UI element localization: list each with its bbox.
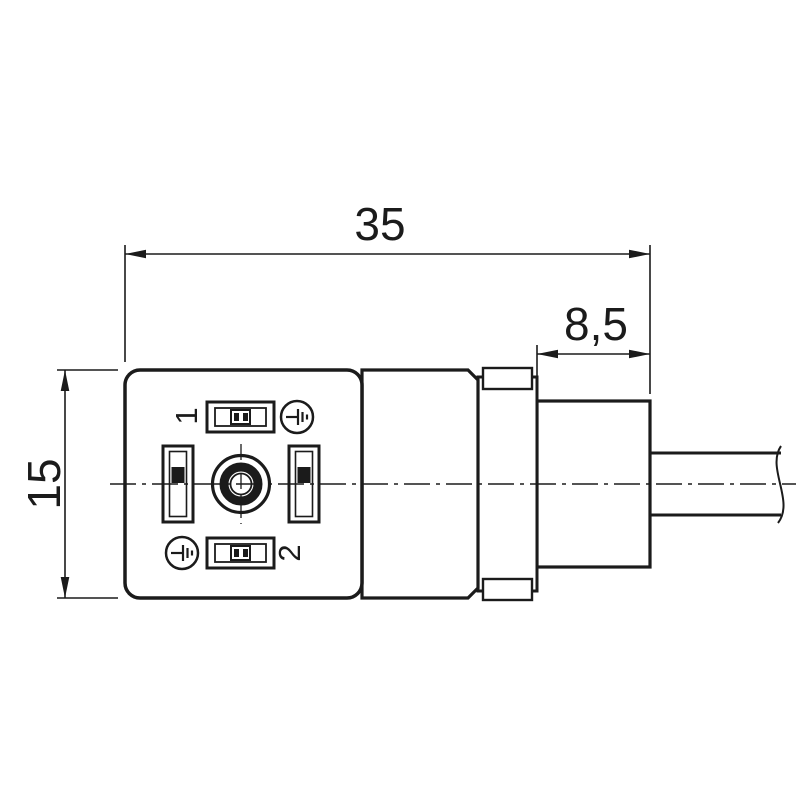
dimension-gland-length [536,345,650,395]
arrowhead-bottom [60,577,70,598]
arrowhead-right [629,349,650,359]
cable-break-line [775,445,785,524]
centerlines [110,444,796,524]
terminal-2 [205,536,276,570]
dimension-height [57,369,118,599]
arrowhead-left [125,249,146,259]
latch-tab-bottom [481,577,534,602]
dimension-total-length [124,245,651,394]
dim-height-text: 15 [18,458,70,509]
arrowhead-top [60,370,70,391]
earth-ground-icon-bottom [164,535,200,571]
pin2-label: 2 [272,544,307,561]
arrowhead-left [537,349,558,359]
latch-tab-top [481,366,534,391]
terminal-1 [205,400,276,434]
arrowhead-right [629,249,650,259]
cable [650,445,785,524]
dim-total-length-text: 35 [354,198,405,250]
earth-ground-icon-top [279,399,315,435]
pin1-label: 1 [169,407,204,424]
dim-gland-length-text: 8,5 [564,298,628,350]
